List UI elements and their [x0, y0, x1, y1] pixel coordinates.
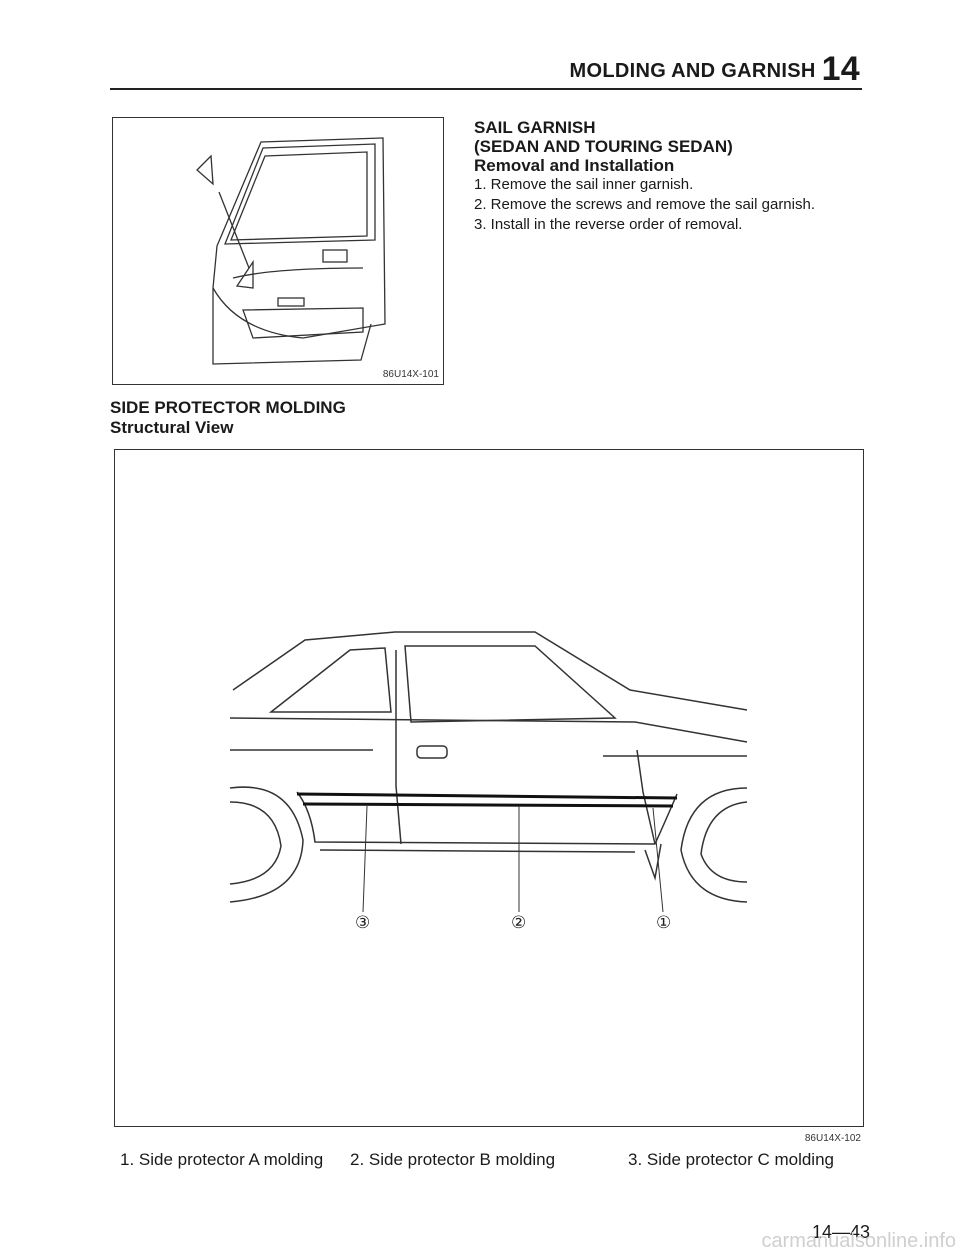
side-protector-figure: ③ ② ① 86U14X-102 — [114, 449, 864, 1144]
figure-code: 86U14X-102 — [804, 1133, 861, 1144]
procedure-step: 3. Install in the reverse order of remov… — [474, 216, 743, 233]
section-heading: SAIL GARNISH — [474, 118, 596, 137]
header-rule — [110, 88, 862, 90]
sail-garnish-section: SAIL GARNISH (SEDAN AND TOURING SEDAN) R… — [474, 118, 874, 235]
page-number: 14—43 — [812, 1222, 871, 1242]
rear-door-illustration — [196, 137, 386, 365]
section-heading: SIDE PROTECTOR MOLDING — [110, 398, 346, 417]
watermark: carmanualsonline.info — [761, 1230, 956, 1252]
callout-2: ② — [511, 913, 526, 933]
sail-garnish-figure: 86U14X-101 — [112, 117, 444, 385]
legend-item: 2. Side protector B molding — [350, 1150, 556, 1169]
legend-item: 3. Side protector C molding — [628, 1150, 834, 1169]
side-protector-heading: SIDE PROTECTOR MOLDING Structural View — [110, 398, 346, 438]
section-subheading: (SEDAN AND TOURING SEDAN) — [474, 137, 733, 156]
section-title: MOLDING AND GARNISH — [569, 60, 816, 82]
figure-code: 86U14X-101 — [382, 369, 439, 380]
callout-1: ① — [656, 913, 671, 933]
car-side-illustration: ③ ② ① — [229, 631, 748, 933]
callout-3: ③ — [355, 913, 370, 933]
legend-item: 1. Side protector A molding — [120, 1150, 324, 1169]
section-subheading: Structural View — [110, 418, 234, 437]
procedure-step: 2. Remove the screws and remove the sail… — [474, 196, 815, 213]
procedure-step: 1. Remove the sail inner garnish. — [474, 176, 694, 193]
chapter-number: 14 — [821, 50, 860, 88]
procedure-heading: Removal and Installation — [474, 156, 675, 175]
